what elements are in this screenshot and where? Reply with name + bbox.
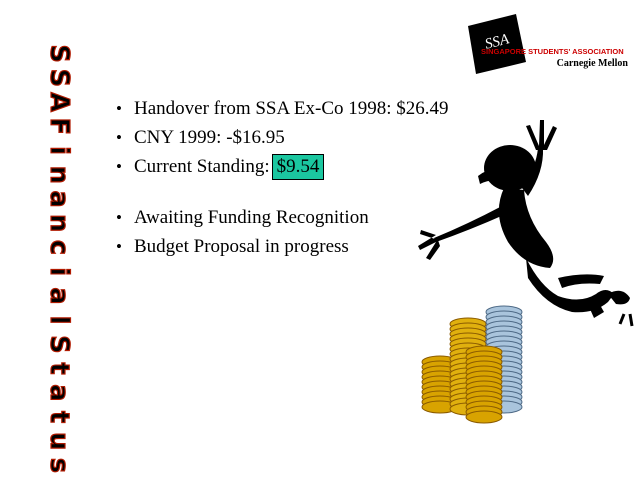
side-title-letter: n bbox=[45, 166, 75, 184]
figure-foot bbox=[608, 290, 630, 305]
ssa-logo-graphic: SSA SINGAPORE STUDENTS' ASSOCIATION Carn… bbox=[468, 14, 629, 74]
side-title-letter: a bbox=[45, 190, 75, 207]
coin-stacks-clipart bbox=[421, 305, 523, 424]
side-title-letter: a bbox=[45, 384, 75, 401]
side-title-letter: S bbox=[45, 69, 75, 87]
bullet-text: Awaiting Funding Recognition bbox=[134, 207, 369, 228]
bullet-text: CNY 1999: -$16.95 bbox=[134, 127, 285, 148]
figure-left-arm bbox=[434, 206, 506, 242]
side-title-letter: S bbox=[45, 335, 75, 353]
coin bbox=[465, 410, 503, 424]
figure-raised-hand bbox=[526, 120, 557, 150]
bullet-text: Handover from SSA Ex-Co 1998: $26.49 bbox=[134, 98, 449, 119]
bullet-dot-icon: • bbox=[116, 237, 122, 256]
current-standing-value: $9.54 bbox=[271, 153, 325, 180]
side-title-letter: a bbox=[45, 287, 75, 304]
figure-left-hand bbox=[418, 230, 440, 260]
bullet-dot-icon: • bbox=[116, 99, 122, 118]
side-title-letter: n bbox=[45, 214, 75, 232]
logo-mark-text: SSA bbox=[483, 31, 511, 53]
side-title-letter: A bbox=[45, 92, 75, 112]
side-title-letter: t bbox=[45, 362, 75, 374]
bullet-dot-icon: • bbox=[116, 208, 122, 227]
bullet-list: • Handover from SSA Ex-Co 1998: $26.49 •… bbox=[116, 94, 449, 261]
bullet-cny: • CNY 1999: -$16.95 bbox=[116, 123, 449, 152]
bullet-text: Current Standing: bbox=[134, 156, 270, 177]
figure-motion-lines bbox=[618, 313, 634, 327]
figure-leg bbox=[526, 258, 614, 313]
logo-mark-background bbox=[468, 14, 526, 74]
bullet-handover: • Handover from SSA Ex-Co 1998: $26.49 bbox=[116, 94, 449, 123]
side-title-letter: u bbox=[45, 432, 75, 450]
ssa-logo: SSA SINGAPORE STUDENTS' ASSOCIATION Carn… bbox=[466, 12, 638, 76]
side-title-letter: S bbox=[45, 45, 75, 63]
figure-raised-arm bbox=[522, 148, 544, 196]
dancing-figure-clipart bbox=[418, 120, 634, 327]
bullet-dot-icon: • bbox=[116, 128, 122, 147]
logo-org-name: SINGAPORE STUDENTS' ASSOCIATION bbox=[481, 47, 624, 56]
bullet-funding: • Awaiting Funding Recognition bbox=[116, 203, 449, 232]
figure-torso bbox=[498, 188, 554, 268]
figure-cap bbox=[478, 168, 508, 184]
side-title-letter: i bbox=[45, 146, 75, 155]
figure-other-leg bbox=[558, 274, 604, 288]
side-title-letter: l bbox=[45, 316, 75, 325]
bullet-current-standing: • Current Standing: $9.54 bbox=[116, 152, 449, 181]
side-title-letter: i bbox=[45, 267, 75, 276]
bullet-budget: • Budget Proposal in progress bbox=[116, 232, 449, 261]
logo-university: Carnegie Mellon bbox=[557, 58, 629, 69]
side-title-letter: t bbox=[45, 411, 75, 423]
side-title-letter: F bbox=[45, 118, 75, 135]
bullet-dot-icon: • bbox=[116, 157, 122, 176]
side-title-letter: s bbox=[45, 458, 75, 473]
side-title-letter: c bbox=[45, 240, 75, 255]
bullet-text: Budget Proposal in progress bbox=[134, 236, 349, 257]
figure-foot-back bbox=[586, 298, 604, 318]
